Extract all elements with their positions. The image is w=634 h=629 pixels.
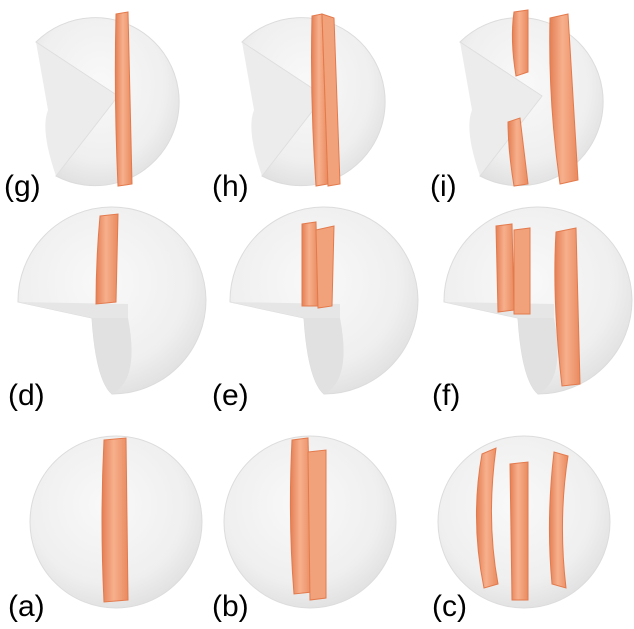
panel-e: (e) — [212, 207, 418, 412]
panel-label-f: (f) — [432, 379, 460, 412]
tube-i-1 — [512, 10, 528, 76]
panel-label-h: (h) — [212, 170, 249, 203]
tube-f-2 — [514, 228, 530, 314]
panel-label-e: (e) — [212, 379, 249, 412]
tube-d-1 — [96, 214, 118, 304]
panel-b: (b) — [212, 436, 396, 623]
panel-a: (a) — [8, 436, 202, 623]
cut-face-d — [18, 302, 128, 318]
panel-d: (d) — [8, 207, 206, 412]
tube-a-1 — [102, 438, 128, 602]
panel-label-g: (g) — [4, 170, 41, 203]
panel-label-d: (d) — [8, 379, 45, 412]
panel-i: (i) — [430, 10, 603, 203]
tube-f-1 — [496, 224, 514, 312]
panel-c: (c) — [432, 436, 610, 623]
panel-label-a: (a) — [8, 590, 45, 623]
panel-label-c: (c) — [432, 590, 467, 623]
tube-b-2 — [308, 450, 326, 600]
tube-c-2 — [510, 462, 528, 600]
tube-e-1 — [302, 222, 318, 306]
panel-f: (f) — [432, 207, 632, 412]
panel-g: (g) — [4, 12, 179, 203]
panel-label-i: (i) — [430, 170, 457, 203]
tube-e-2 — [316, 226, 334, 308]
panel-label-b: (b) — [212, 590, 249, 623]
panel-h: (h) — [212, 14, 385, 203]
